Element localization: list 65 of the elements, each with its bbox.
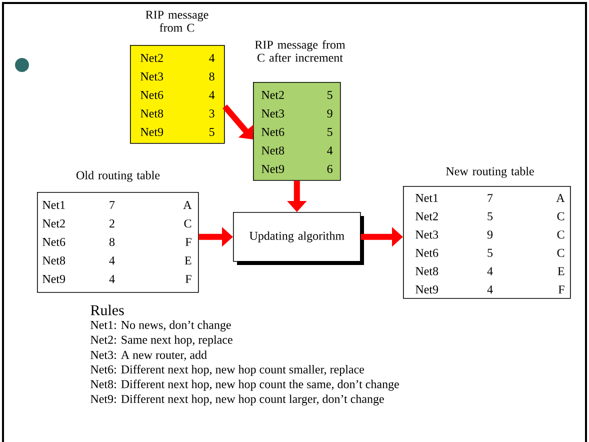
table-cell: 5 (328, 91, 332, 99)
table-cell: 4 (487, 286, 493, 294)
table-cell: Net3 (262, 109, 284, 118)
table-cell: 8 (209, 72, 214, 81)
table-cell: Net6 (140, 90, 164, 100)
table-cell: 4 (487, 267, 493, 276)
table-cell: 5 (328, 128, 332, 136)
rule-text: Net2: Same next hop, replace (90, 335, 232, 346)
table-cell: Net9 (42, 274, 66, 284)
table-cell: 4 (209, 91, 215, 99)
process-box: Updating algorithm (233, 212, 364, 265)
rule-text: Net6: Different next hop, new hop count smaller, replace (90, 364, 364, 376)
table-cell: A (556, 194, 565, 202)
table-cell: C (557, 230, 564, 239)
table-cell: Net3 (140, 72, 164, 81)
table-cell: 5 (488, 248, 493, 257)
table-cell: Net2 (140, 54, 163, 62)
table-cell: C (557, 212, 564, 220)
table-cell: F (185, 238, 192, 246)
table-cell: C (184, 219, 192, 228)
table-cell: Net8 (140, 109, 164, 118)
table-title: Old routing table (76, 170, 160, 182)
table-cell: E (184, 256, 192, 264)
table-cell: 8 (109, 238, 115, 246)
table-cell: 2 (110, 220, 114, 228)
rule-text: Net9: Different next hop, new hop count larger, don’t change (90, 394, 384, 406)
table-cell: Net8 (42, 256, 66, 265)
table-cell: Net9 (416, 285, 438, 294)
table-cell: 7 (110, 201, 115, 209)
table-cell: Net2 (42, 219, 65, 228)
table-title: RIP message from C (146, 10, 208, 32)
arrow (222, 104, 254, 140)
table-cell: F (185, 275, 192, 283)
table-cell: Net8 (262, 146, 284, 155)
table-cell: 5 (210, 128, 214, 136)
table-cell: 5 (488, 212, 493, 220)
table-title: RIP message from C after increment (255, 40, 346, 62)
table-cell: Net6 (416, 248, 438, 257)
table-cell: 4 (109, 275, 115, 283)
table-cell: C (557, 248, 564, 257)
table-cell: Net3 (416, 230, 438, 239)
table-cell: F (558, 286, 564, 294)
table-cell: A (183, 201, 192, 209)
rule-text: Net1: No news, don’t change (90, 320, 231, 332)
table-cell: E (558, 267, 564, 276)
table-cell: 4 (109, 256, 115, 264)
table-cell: Net9 (262, 164, 284, 174)
table-cell: Net9 (140, 128, 164, 136)
table-cell: 6 (327, 164, 332, 174)
table-cell: Net2 (416, 212, 438, 220)
table-cell: Net6 (262, 128, 284, 136)
table-cell: 3 (209, 109, 214, 118)
table-cell: 7 (488, 194, 493, 202)
table-cell: Net1 (42, 200, 65, 210)
rule-text: Net8: Different next hop, new hop count the same, don’t change (90, 380, 399, 391)
rule-text: Net3: A new router, add (90, 350, 207, 361)
table-title: New routing table (446, 166, 534, 178)
table-cell: Net8 (416, 267, 438, 276)
table-cell: Net2 (262, 90, 284, 100)
table-cell: Net6 (42, 238, 66, 246)
table-cell: 9 (487, 230, 492, 239)
table-cell: 4 (327, 146, 333, 154)
table-cell: 9 (327, 109, 332, 118)
table-cell: Net1 (416, 194, 438, 202)
table-cell: 4 (209, 54, 215, 62)
